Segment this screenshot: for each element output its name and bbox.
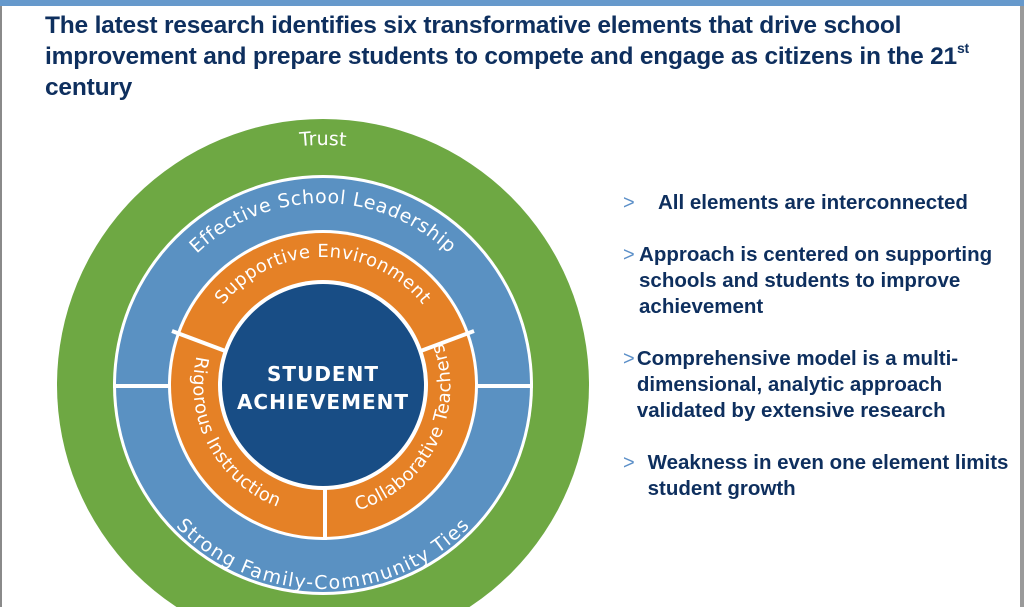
list-item-text: All elements are interconnected xyxy=(658,191,968,214)
center-label-line1: STUDENT xyxy=(267,362,379,386)
list-item-text: Comprehensive model is a multi-dimension… xyxy=(636,347,959,422)
title-text: The latest research identifies six trans… xyxy=(45,12,957,70)
six-elements-diagram: Trust Effective School Leadership Strong… xyxy=(57,119,589,607)
page-title: The latest research identifies six trans… xyxy=(45,10,1015,103)
student-achievement-core xyxy=(222,284,424,486)
title-text-end: century xyxy=(45,74,133,101)
chevron-right-icon: > xyxy=(623,244,635,266)
top-accent-bar xyxy=(0,0,1024,6)
chevron-right-icon: > xyxy=(623,348,635,370)
center-label-line2: ACHIEVEMENT xyxy=(237,390,409,414)
list-item-text: Weakness in even one element limits stud… xyxy=(647,451,1009,500)
left-border xyxy=(0,6,2,607)
title-superscript: st xyxy=(956,39,970,56)
list-item: > Approach is centered on supporting sch… xyxy=(620,242,1010,320)
key-points-list: > All elements are interconnected > Appr… xyxy=(620,190,1010,528)
trust-label: Trust xyxy=(298,128,348,151)
right-border xyxy=(1020,6,1024,607)
list-item-text: Approach is centered on supporting schoo… xyxy=(639,243,993,318)
list-item: > Comprehensive model is a multi-dimensi… xyxy=(620,346,1010,424)
chevron-right-icon: > xyxy=(623,452,635,474)
chevron-right-icon: > xyxy=(623,192,635,214)
list-item: > All elements are interconnected xyxy=(620,190,1010,216)
list-item: > Weakness in even one element limits st… xyxy=(620,450,1010,502)
